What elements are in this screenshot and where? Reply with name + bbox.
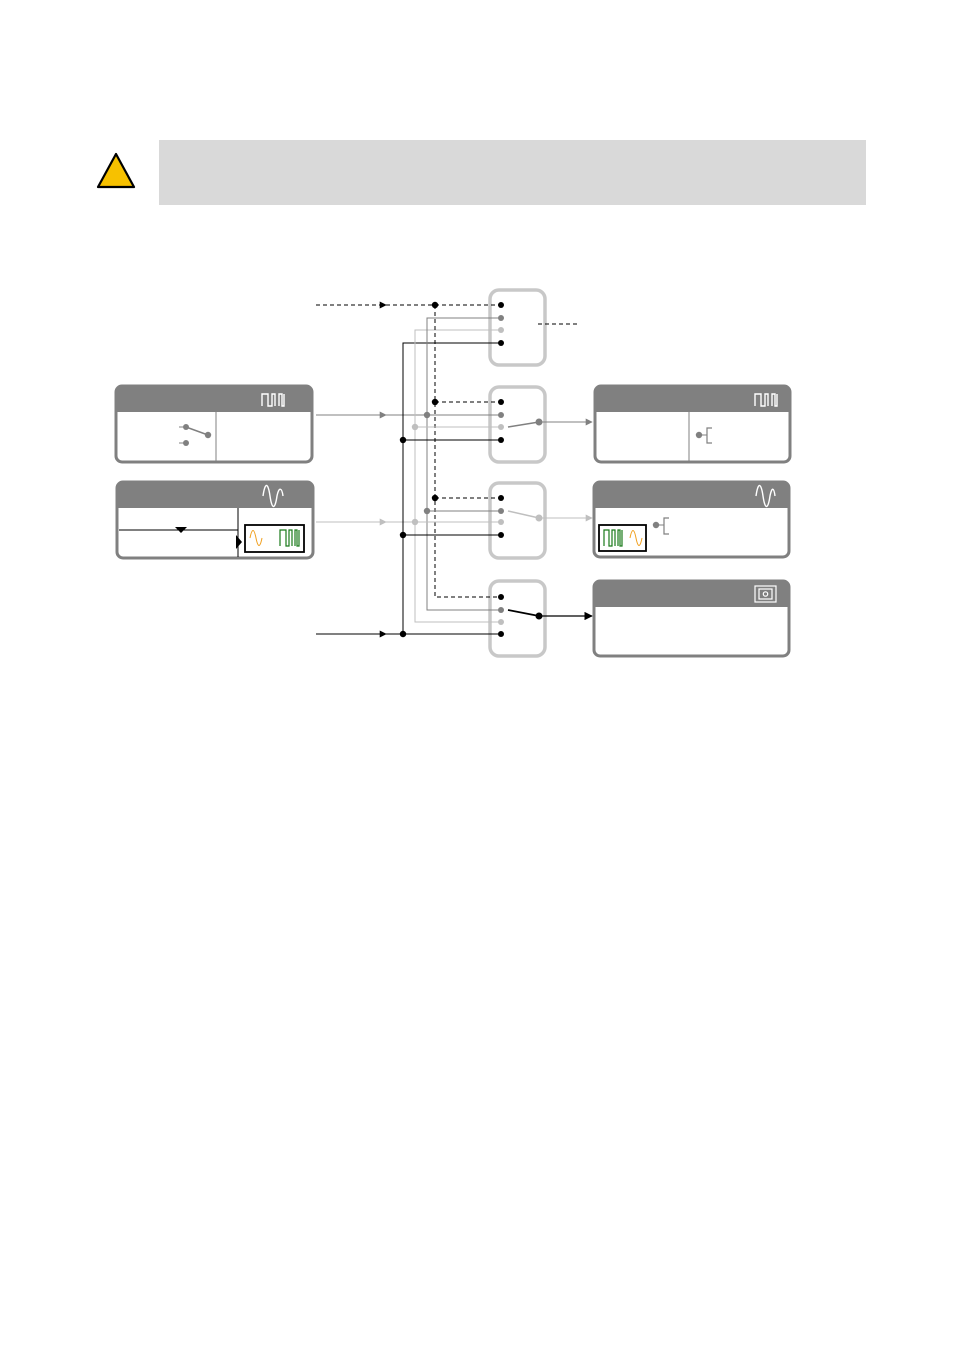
left-analog-source-panel [115,480,315,560]
warning-note-box [159,140,866,205]
sine-wave-icon [755,484,776,508]
selector-boxes [488,288,547,658]
left-digital-source-panel [114,384,314,464]
output-connector-icon [652,517,669,535]
selector-1 [488,288,547,367]
junction-dots [399,301,439,638]
selector-outputs [507,323,593,621]
right-analog-output-panel [592,480,791,559]
mode-toggle-icon [244,524,305,553]
output-connector-icon [695,427,712,444]
sine-wave-icon [262,484,284,508]
right-monitor-output-panel [592,579,791,658]
selector-4 [488,579,547,658]
vertical-buses [402,305,501,634]
selector-3 [488,481,547,560]
selector-2 [488,385,547,464]
warning-triangle-icon [96,152,136,189]
monitor-icon [754,585,777,603]
right-digital-output-panel [593,384,792,464]
mode-toggle-icon [598,524,647,552]
warning-area [96,140,866,206]
dropdown-arrow-icon [175,527,187,533]
pointer-arrow-icon [236,535,242,549]
selector-input-dots [498,302,504,637]
switch-icon [179,424,212,446]
digital-pulse-icon [754,393,778,407]
signal-routing-diagram [114,288,792,658]
digital-pulse-icon [261,393,285,407]
bus-branches [403,401,501,536]
input-arrows [316,301,387,638]
